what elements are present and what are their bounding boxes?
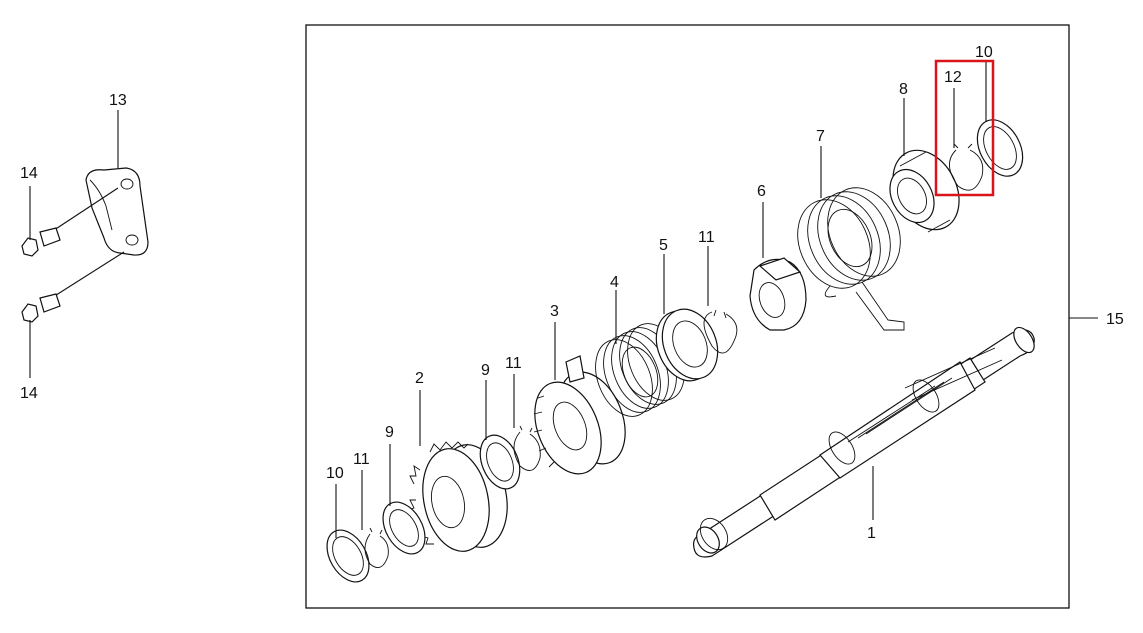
- callout-11-b: 11: [505, 355, 522, 372]
- callout-13: 13: [109, 92, 127, 109]
- callout-5: 5: [659, 237, 668, 254]
- callout-3: 3: [550, 303, 559, 320]
- callout-2: 2: [415, 370, 424, 387]
- callout-6: 6: [757, 183, 766, 200]
- callout-14-upper: 14: [20, 165, 38, 182]
- circlip-12[interactable]: [949, 143, 984, 191]
- spring-7[interactable]: [784, 176, 914, 331]
- ratchet-3[interactable]: [522, 355, 638, 484]
- washer-10-left[interactable]: [318, 523, 377, 589]
- callout-4: 4: [610, 274, 619, 291]
- washer-10-right[interactable]: [968, 112, 1031, 184]
- circlip-11-b[interactable]: [513, 425, 541, 471]
- callout-1: 1: [867, 525, 876, 542]
- bolt-14-upper[interactable]: [21, 187, 119, 257]
- callout-9-mid: 9: [481, 362, 490, 379]
- washer-9-left[interactable]: [374, 495, 433, 561]
- circlip-11-a[interactable]: [364, 527, 389, 569]
- ratchet-guide-6[interactable]: [749, 257, 807, 331]
- callout-10-left: 10: [326, 465, 344, 482]
- callout-9-left: 9: [385, 424, 394, 441]
- callout-7: 7: [816, 128, 825, 145]
- bracket-13[interactable]: [85, 167, 149, 256]
- callout-10-right: 10: [975, 44, 993, 61]
- assembly-frame: [305, 24, 1070, 609]
- washer-9-mid[interactable]: [473, 429, 527, 494]
- callout-15: 15: [1106, 311, 1124, 328]
- callout-12: 12: [944, 69, 962, 86]
- callout-11-c: 11: [698, 229, 715, 246]
- circlip-11-c[interactable]: [703, 309, 738, 354]
- bolt-14-lower[interactable]: [21, 251, 125, 323]
- collar-8[interactable]: [880, 139, 972, 241]
- callout-14-lower: 14: [20, 385, 38, 402]
- callout-11-a: 11: [353, 451, 370, 468]
- shaft-1[interactable]: [692, 324, 1038, 558]
- washer-5[interactable]: [646, 301, 727, 389]
- highlight-box: [934, 59, 995, 197]
- callout-8: 8: [899, 81, 908, 98]
